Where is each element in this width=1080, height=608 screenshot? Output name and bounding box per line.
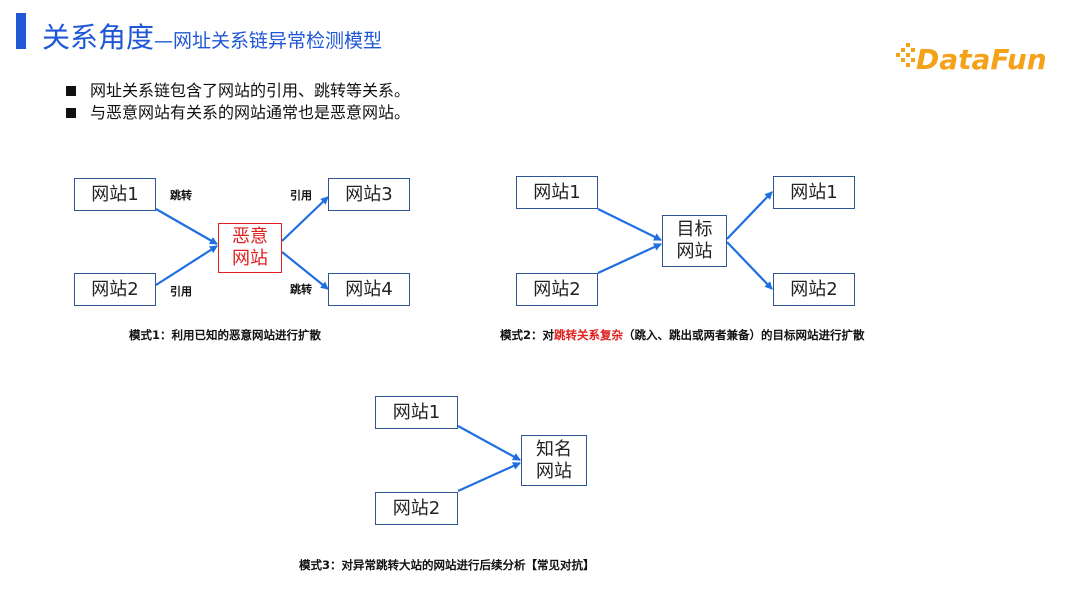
logo-dots-icon [896,43,915,67]
datafun-logo: DataFun. [896,43,1046,76]
d2-node-in-site1: 网站1 [516,176,598,209]
d2-node-target: 目标 网站 [662,215,727,267]
d1-edge-label-ref-out: 引用 [290,189,312,202]
bullet-text: 与恶意网站有关系的网站通常也是恶意网站。 [90,103,411,122]
d1-edge-label-jump-in: 跳转 [170,189,192,202]
d2-node-out-site2: 网站2 [773,273,855,306]
d2-node-in-site2: 网站2 [516,273,598,306]
arrow-d3-site1-to-famous [457,425,521,461]
arrow-d1-site1-to-malicious [155,208,218,245]
d1-node-site4: 网站4 [328,273,410,306]
bullet-square-icon [66,108,76,118]
d3-caption: 模式3：对异常跳转大站的网站进行后续分析【常见对抗】 [299,558,595,572]
d1-node-malicious-line1: 恶意 [232,226,268,247]
d1-node-malicious-line2: 网站 [232,248,268,269]
d1-edge-label-ref-in: 引用 [170,285,192,298]
d3-node-site1: 网站1 [375,396,458,429]
d2-caption-highlight: 跳转关系复杂 [554,328,624,342]
title-accent-bar [16,13,26,49]
page-title: 关系角度—网址关系链异常检测模型 [42,16,382,56]
d2-caption: 模式2：对跳转关系复杂（跳入、跳出或两者兼备）的目标网站进行扩散 [500,327,865,343]
d3-node-site2: 网站2 [375,492,458,525]
arrow-d2-site2-to-target [597,243,662,274]
d1-node-malicious: 恶意 网站 [218,223,282,273]
d3-node-famous-line1: 知名 [536,438,572,460]
arrow-d2-target-to-site2 [726,241,773,290]
bullet-text: 网址关系链包含了网站的引用、跳转等关系。 [90,81,411,100]
d2-caption-post: （跳入、跳出或两者兼备）的目标网站进行扩散 [623,328,865,342]
bullet-square-icon [66,86,76,96]
bullet-item: 网址关系链包含了网站的引用、跳转等关系。 [66,80,410,102]
d1-caption: 模式1：利用已知的恶意网站进行扩散 [129,328,321,342]
bullet-item: 与恶意网站有关系的网站通常也是恶意网站。 [66,102,410,124]
d2-node-target-line2: 网站 [676,241,713,262]
arrow-d3-site2-to-famous [457,461,521,493]
d1-edge-label-jump-out: 跳转 [290,283,312,296]
d2-node-out-site1: 网站1 [773,176,855,209]
arrow-d2-site1-to-target [597,208,662,241]
page-title-main: 关系角度 [42,21,155,54]
d1-node-site2: 网站2 [74,273,156,306]
page-title-sub: —网址关系链异常检测模型 [154,30,383,52]
arrow-d2-target-to-site1 [726,191,773,240]
d3-node-famous: 知名 网站 [521,435,587,486]
arrow-d1-site2-to-malicious [155,245,218,286]
d3-node-famous-line2: 网站 [536,460,572,482]
d1-node-site1: 网站1 [74,178,156,211]
d1-node-site3: 网站3 [328,178,410,211]
arrow-d1-malicious-to-site3 [281,196,329,242]
d2-caption-pre: 模式2：对 [500,328,555,342]
arrow-d1-malicious-to-site4 [281,251,329,290]
d2-node-target-line1: 目标 [676,219,713,240]
bullet-list: 网址关系链包含了网站的引用、跳转等关系。 与恶意网站有关系的网站通常也是恶意网站… [66,80,410,124]
logo-text: DataFun. [916,43,1046,76]
